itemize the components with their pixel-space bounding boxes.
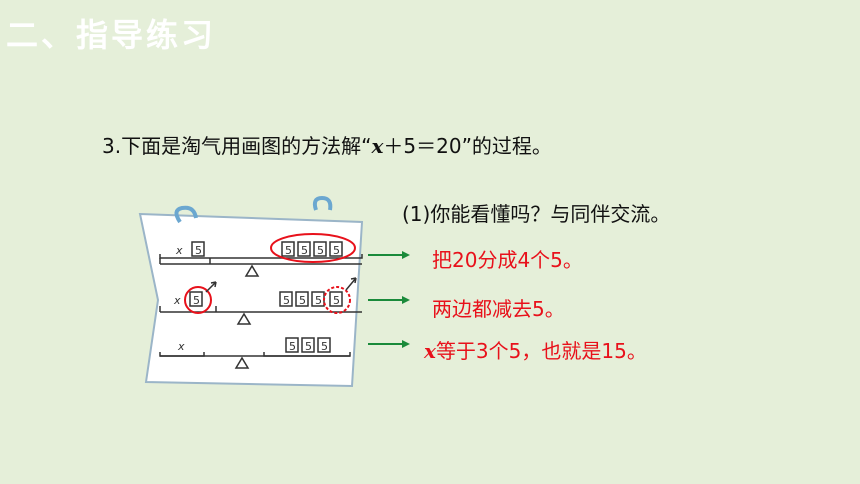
row1-block-label: 5 xyxy=(317,244,324,257)
remove-arrow-right-icon xyxy=(345,277,357,291)
balance-row-1 xyxy=(159,241,363,277)
balance-row-3 xyxy=(159,337,351,369)
row1-block-label: 5 xyxy=(333,244,340,257)
row2-block-label: 5 xyxy=(333,294,340,307)
row3-block-label: 5 xyxy=(305,340,312,353)
annotation-split: 把20分成4个5。 xyxy=(432,248,583,272)
row2-x-symbol: x xyxy=(173,294,181,307)
remove-arrow-left-icon xyxy=(205,281,217,293)
red-circle-20 xyxy=(270,233,356,263)
row2-block-label: 5 xyxy=(283,294,290,307)
section-title: 二、指导练习 xyxy=(6,16,217,54)
question-text: (1)你能看懂吗？与同伴交流。 xyxy=(402,202,671,226)
problem-statement: 3.下面是淘气用画图的方法解“x＋5＝20”的过程。 xyxy=(102,130,552,159)
row1-block-label: 5 xyxy=(301,244,308,257)
row2-block-label: 5 xyxy=(299,294,306,307)
green-arrows xyxy=(368,251,410,348)
row1-x-symbol: x xyxy=(175,244,183,257)
paper-clip-left-icon xyxy=(174,205,198,224)
row2-block-label: 5 xyxy=(315,294,322,307)
annotation-variable: x xyxy=(424,339,436,363)
problem-text-after: ＋5＝20”的过程。 xyxy=(383,134,552,158)
paper-clip-right-icon xyxy=(312,195,333,211)
row3-block-label: 5 xyxy=(321,340,328,353)
annotation-result: x等于3个5，也就是15。 xyxy=(424,335,647,364)
problem-text-before: 3.下面是淘气用画图的方法解“ xyxy=(102,134,372,158)
row1-block-label: 5 xyxy=(195,244,202,257)
annotation-result-text: 等于3个5，也就是15。 xyxy=(435,339,647,363)
row3-x-symbol: x xyxy=(177,340,185,353)
problem-variable: x xyxy=(371,134,384,158)
paper-sheet xyxy=(138,212,364,388)
row1-block-label: 5 xyxy=(285,244,292,257)
annotation-subtract: 两边都减去5。 xyxy=(432,297,565,321)
red-circle-remove-right xyxy=(323,286,351,314)
row3-block-label: 5 xyxy=(289,340,296,353)
row2-block-label: 5 xyxy=(193,294,200,307)
red-circle-remove-left xyxy=(184,286,212,314)
